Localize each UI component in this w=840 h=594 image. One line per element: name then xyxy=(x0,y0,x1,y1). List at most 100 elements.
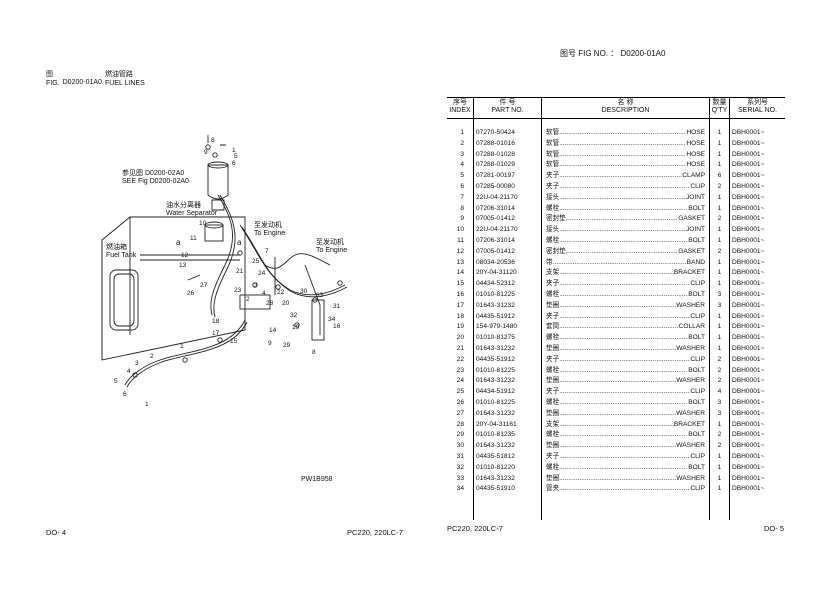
description-en: BOLT xyxy=(688,463,705,471)
leader-dots: ........................................… xyxy=(559,334,688,342)
cell-index: 10 xyxy=(456,226,464,234)
description-en: HOSE xyxy=(686,161,705,169)
description-en: JOINT xyxy=(685,193,705,201)
cell-part-no: 07288-01028 xyxy=(476,150,515,158)
description-en: GASKET xyxy=(678,247,705,255)
cell-part-no: 04435-51812 xyxy=(476,453,515,460)
description-cn: 螺栓 xyxy=(546,366,560,374)
leader-dots: ........................................… xyxy=(559,485,690,493)
description-en: BRACKET xyxy=(673,420,705,428)
description-en: BOLT xyxy=(688,399,705,406)
cell-serial: DBH0001~ xyxy=(732,312,765,320)
cell-description: 螺栓......................................… xyxy=(546,236,705,247)
cell-part-no: 01643-31232 xyxy=(476,301,515,309)
water-separator-label-cn: 油水分离器 xyxy=(166,202,201,209)
description-en: CLAMP xyxy=(682,172,705,180)
cell-qty: 1 xyxy=(717,237,722,244)
cell-serial: DBH0001~ xyxy=(732,226,765,234)
description-cn: 夹子 xyxy=(546,280,560,288)
cell-qty: 2 xyxy=(717,183,722,190)
cell-qty: 1 xyxy=(717,485,722,493)
description-cn: 螺栓 xyxy=(546,291,560,298)
description-en: HOSE xyxy=(686,150,705,158)
header-serial-cn: 系列号 xyxy=(747,99,768,106)
leader-dots: ........................................… xyxy=(559,377,676,385)
description-cn: 密封垫 xyxy=(546,247,566,255)
cell-qty: 2 xyxy=(717,366,722,374)
cell-part-no: 01643-31232 xyxy=(476,474,515,482)
ref-note-cn: 参见图 D0200-02A0 xyxy=(122,170,185,177)
description-en: HOSE xyxy=(686,139,705,147)
cell-index: 26 xyxy=(456,399,464,406)
callout: 4 xyxy=(127,368,131,375)
header-index-en: INDEX xyxy=(449,107,471,114)
callout: 1 xyxy=(232,147,236,154)
leader-dots: ........................................… xyxy=(559,431,688,439)
leader-dots: ........................................… xyxy=(559,463,688,471)
cell-description: 夹子......................................… xyxy=(546,355,705,366)
description-en: WASHER xyxy=(676,345,705,352)
to-engine-label-1-en: To Engine xyxy=(254,230,286,237)
cell-serial: DBH0001~ xyxy=(732,323,765,331)
figure-label-en: FIG. xyxy=(46,80,60,87)
cell-serial: DBH0001~ xyxy=(732,453,765,460)
cell-serial: DBH0001~ xyxy=(732,409,765,417)
description-en: GASKET xyxy=(678,215,705,223)
cell-part-no: 04434-51912 xyxy=(476,388,515,396)
figure-label-cn: 图 xyxy=(46,71,53,78)
cell-qty: 2 xyxy=(717,247,722,255)
cell-description: 软管......................................… xyxy=(546,128,705,139)
cell-description: 垫圈......................................… xyxy=(546,409,705,420)
cell-index: 3 xyxy=(460,150,464,158)
fuel-tank-label-en: Fuel Tank xyxy=(106,252,137,259)
cell-qty: 1 xyxy=(717,345,722,352)
cell-qty: 1 xyxy=(717,226,722,234)
cell-part-no: 01643-31232 xyxy=(476,442,515,450)
leader-dots: ........................................… xyxy=(559,409,676,417)
description-en: CLIP xyxy=(690,485,705,493)
cell-qty: 1 xyxy=(717,150,722,158)
fig-no-en: FIG NO. xyxy=(578,49,609,58)
cell-serial: DBH0001~ xyxy=(732,183,765,190)
description-en: BOLT xyxy=(688,237,705,244)
cell-part-no: 04435-51912 xyxy=(476,312,515,320)
ref-note-en: SEE Fig D0200-02A0 xyxy=(122,178,189,185)
cell-qty: 1 xyxy=(717,312,722,320)
cell-part-no: 01643-31232 xyxy=(476,409,515,417)
description-cn: 螺栓 xyxy=(546,334,560,342)
description-cn: 螺栓 xyxy=(546,237,560,244)
leader-dots: ........................................… xyxy=(559,161,686,169)
cell-index: 21 xyxy=(456,345,464,352)
cell-description: 螺栓......................................… xyxy=(546,398,705,409)
to-engine-label-2-en: To Engine xyxy=(316,247,348,254)
hose-4 xyxy=(124,319,246,386)
cell-qty: 1 xyxy=(717,258,722,266)
description-cn: 接头 xyxy=(546,193,560,201)
callout: 17 xyxy=(212,330,220,337)
cell-serial: DBH0001~ xyxy=(732,129,765,136)
callout: 13 xyxy=(179,262,187,269)
cell-part-no: 20Y-04-31120 xyxy=(476,269,517,277)
cell-index: 29 xyxy=(456,431,464,439)
cell-qty: 2 xyxy=(717,355,722,363)
description-cn: 软管 xyxy=(546,129,560,136)
cell-qty: 1 xyxy=(717,453,722,460)
fig-no-cn: 图号 xyxy=(560,49,576,58)
header-name-en: DESCRIPTION xyxy=(601,107,650,114)
leader-dots: ........................................… xyxy=(559,193,686,201)
cell-description: 管夹......................................… xyxy=(546,484,705,495)
callout: 11 xyxy=(190,235,197,242)
callout: 28 xyxy=(266,300,274,307)
cell-qty: 1 xyxy=(717,129,722,136)
callout: 7 xyxy=(265,248,269,255)
